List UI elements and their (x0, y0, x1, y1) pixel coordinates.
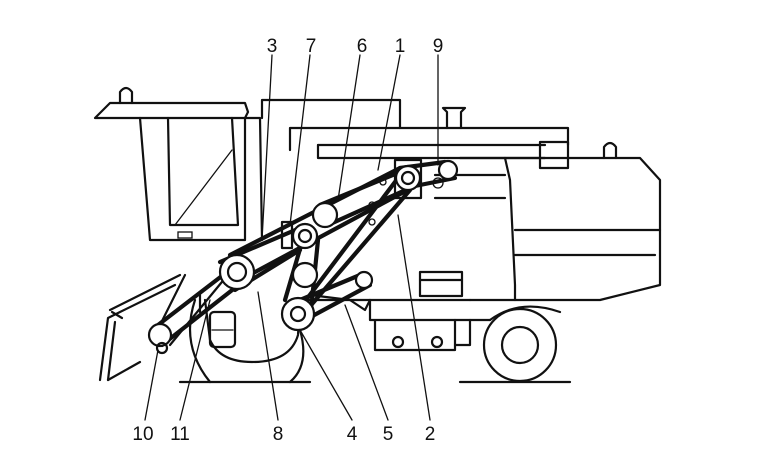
machine-outline (93, 86, 662, 384)
callout-2: 2 (425, 424, 436, 445)
leader-lines (144, 54, 439, 421)
callout-labels: 3 7 6 1 9 10 11 8 4 5 2 (132, 36, 443, 445)
callout-9: 9 (433, 36, 444, 57)
callout-10: 10 (132, 424, 153, 445)
belt-drive (155, 159, 458, 348)
callout-6: 6 (357, 36, 368, 57)
callout-5: 5 (383, 424, 394, 445)
callout-7: 7 (306, 36, 317, 57)
callout-3: 3 (267, 36, 278, 57)
callout-1: 1 (395, 36, 406, 57)
callout-8: 8 (273, 424, 284, 445)
callout-11: 11 (170, 424, 190, 445)
callout-4: 4 (347, 424, 358, 445)
pulleys (147, 158, 459, 355)
